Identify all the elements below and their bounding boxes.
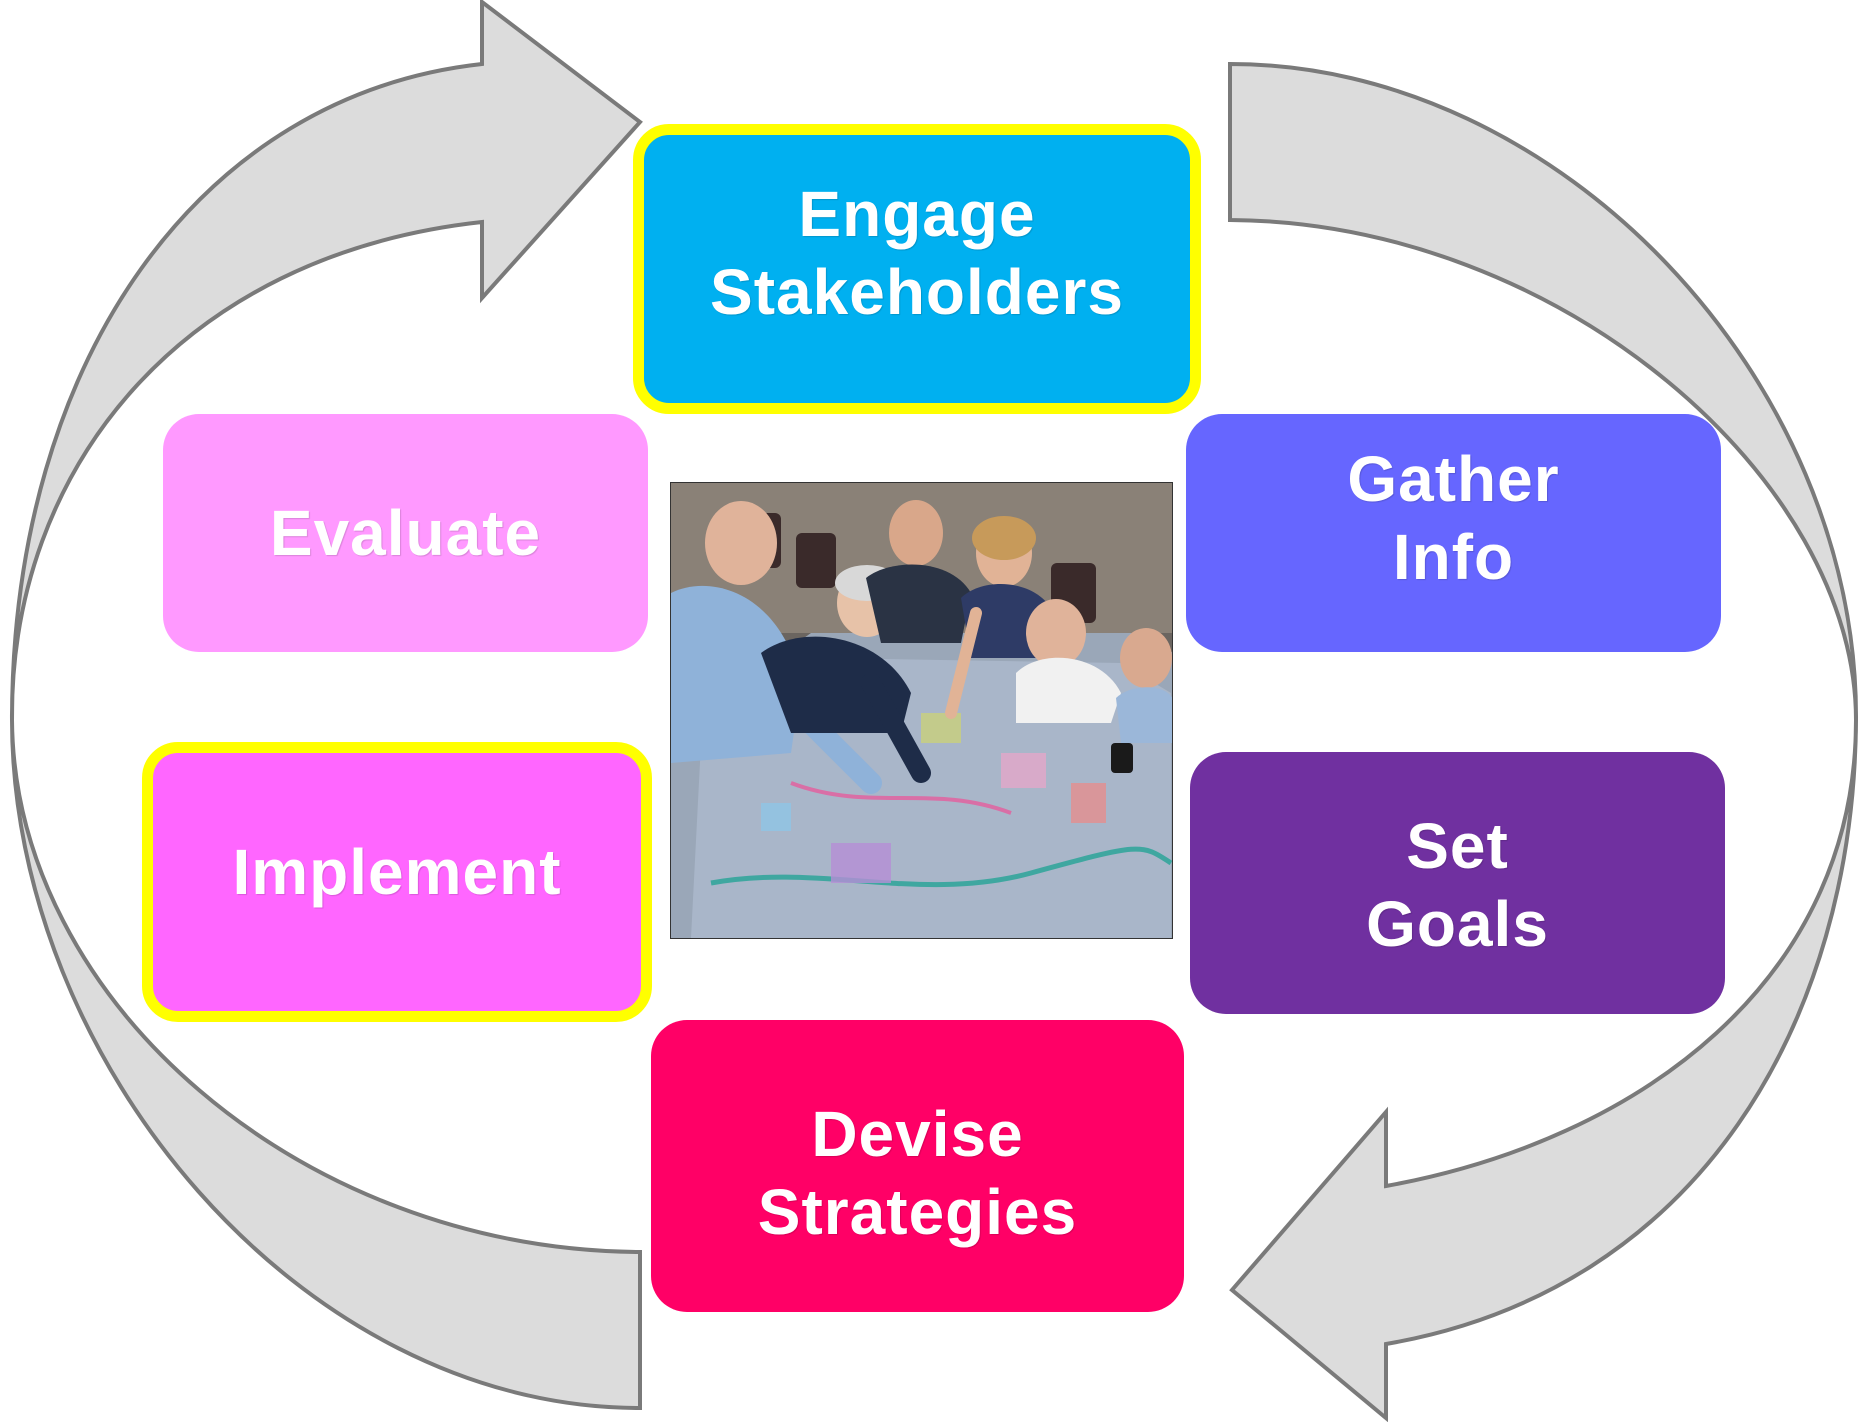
step-implement-line-1: Implement (232, 836, 562, 908)
left-cycle-arrow (9, 0, 643, 1411)
step-engage-stakeholders: Engage Stakeholders (633, 124, 1201, 414)
step-devise-line-2: Strategies (757, 1176, 1078, 1248)
step-engage-line-2: Stakeholders (710, 256, 1124, 328)
step-implement: Implement (142, 742, 652, 1022)
right-cycle-arrow (1228, 61, 1859, 1422)
step-gather-line-2: Info (1392, 521, 1515, 593)
step-evaluate: Evaluate (163, 414, 648, 652)
step-setgoals-label: Set Goals (1366, 807, 1549, 963)
step-setgoals-line-1: Set (1406, 810, 1509, 882)
step-set-goals: Set Goals (1190, 752, 1725, 1014)
photo-illustration (671, 483, 1172, 938)
step-gather-info: Gather Info (1186, 414, 1721, 652)
center-photo (670, 482, 1173, 939)
step-engage-label: Engage Stakeholders (710, 175, 1124, 331)
step-devise-line-1: Devise (811, 1098, 1024, 1170)
step-evaluate-line-1: Evaluate (269, 497, 542, 569)
step-engage-line-1: Engage (798, 178, 1036, 250)
step-gather-line-1: Gather (1347, 443, 1560, 515)
step-gather-label: Gather Info (1347, 440, 1559, 596)
step-evaluate-label: Evaluate (270, 494, 541, 572)
step-setgoals-line-2: Goals (1366, 888, 1549, 960)
step-devise-label: Devise Strategies (758, 1095, 1077, 1251)
step-devise-strategies: Devise Strategies (651, 1020, 1184, 1312)
step-implement-label: Implement (232, 833, 561, 911)
